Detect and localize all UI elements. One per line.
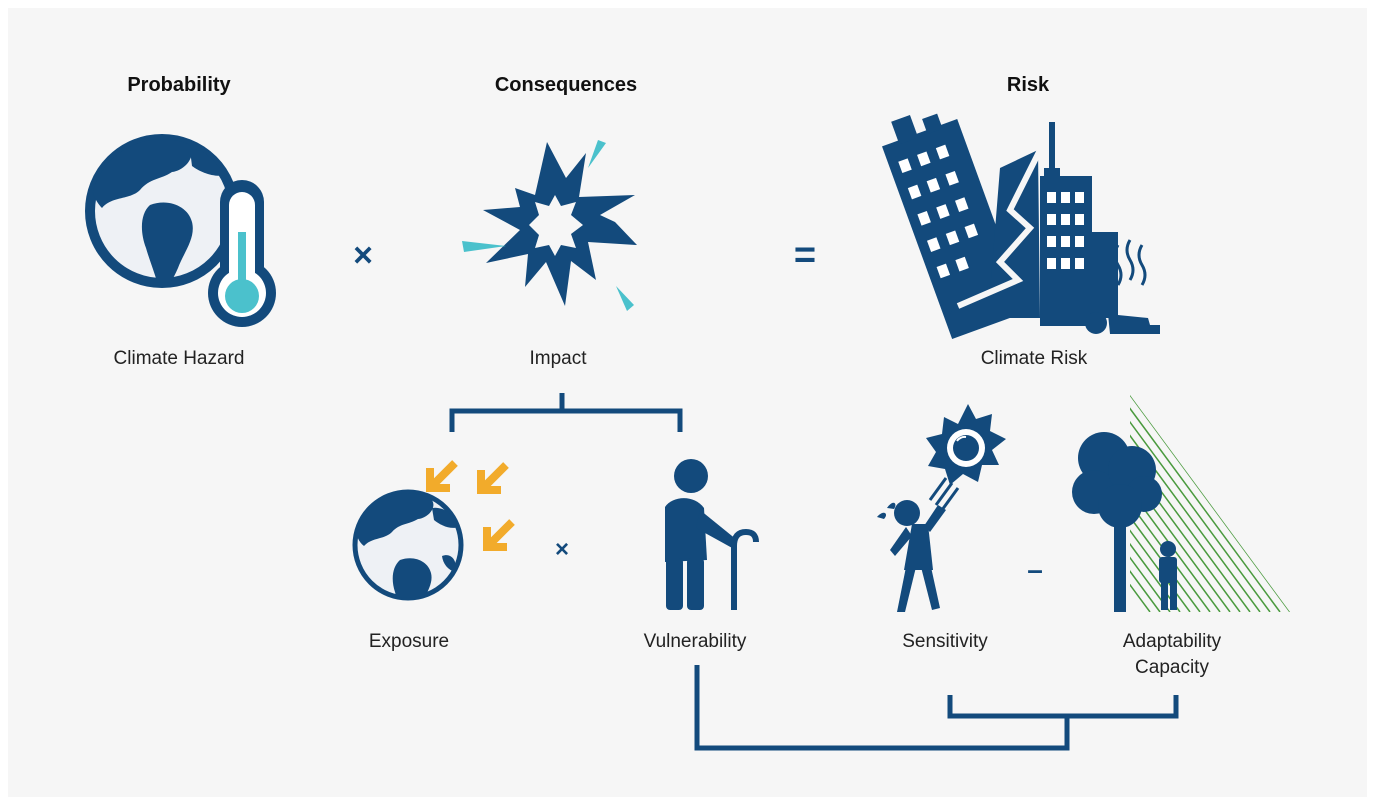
equals-operator: = (793, 234, 817, 277)
globe-thermometer-icon (85, 134, 276, 327)
impact-connector (449, 393, 683, 432)
impact-label: Impact (529, 348, 587, 369)
collapsing-buildings-icon (882, 113, 1160, 340)
header-consequences: Consequences (494, 74, 638, 96)
elderly-person-icon (665, 459, 759, 610)
bottom-connector (694, 665, 1179, 751)
person-sun-icon (877, 404, 1006, 612)
tree-shade-icon (1072, 395, 1290, 612)
diagram-background (8, 8, 1367, 797)
explosion-icon (462, 140, 637, 311)
minus-operator: – (1027, 554, 1043, 585)
header-risk: Risk (1006, 74, 1050, 96)
multiply-operator-top: × (353, 236, 373, 275)
sensitivity-label: Sensitivity (902, 631, 988, 652)
globe-arrows-icon (352, 460, 515, 601)
adaptability-label-line2: Capacity (1135, 657, 1209, 678)
header-probability: Probability (127, 74, 231, 96)
adaptability-capacity-label: Adaptability Capacity (1123, 629, 1221, 681)
vulnerability-label: Vulnerability (643, 631, 747, 652)
adaptability-label-line1: Adaptability (1122, 631, 1222, 652)
multiply-operator-bottom: × (554, 536, 570, 563)
climate-hazard-label: Climate Hazard (113, 348, 245, 369)
exposure-label: Exposure (368, 631, 450, 652)
climate-risk-label: Climate Risk (980, 348, 1088, 369)
